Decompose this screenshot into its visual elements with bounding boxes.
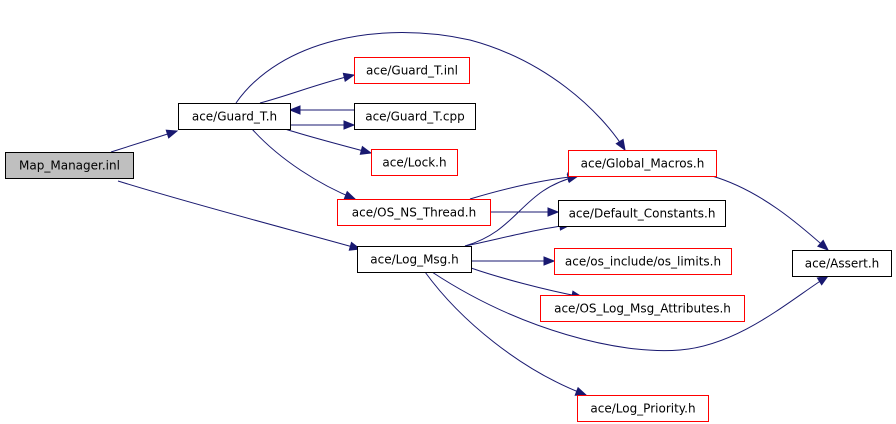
edge-line [464, 224, 571, 247]
edge-arrowhead [574, 386, 588, 396]
node-box [178, 103, 291, 130]
node-label: ace/Guard_T.inl [366, 64, 458, 78]
node-guard-t-cpp[interactable]: ace/Guard_T.cpp [354, 103, 476, 130]
edge-arrowhead [165, 129, 179, 139]
node-box [371, 149, 458, 176]
node-os-log-msg-attributes-h[interactable]: ace/OS_Log_Msg_Attributes.h [540, 295, 745, 322]
edge-arrowhead [343, 190, 357, 200]
edge-line [711, 175, 829, 251]
edge-arrowhead [543, 256, 556, 266]
edge-line [470, 267, 583, 298]
node-default-constants-h[interactable]: ace/Default_Constants.h [558, 200, 726, 227]
edge-arrowhead [288, 105, 301, 115]
node-log-priority-h[interactable]: ace/Log_Priority.h [577, 395, 709, 422]
node-label: ace/Log_Priority.h [590, 402, 695, 416]
edge-guard_t_h-to-lock_h [284, 128, 373, 155]
node-label: ace/Global_Macros.h [581, 157, 705, 171]
node-box [577, 395, 709, 422]
node-assert-h[interactable]: ace/Assert.h [792, 250, 892, 277]
node-os-ns-thread-h[interactable]: ace/OS_NS_Thread.h [337, 199, 491, 226]
node-box [354, 103, 476, 130]
node-map-manager-inl[interactable]: Map_Manager.inl [5, 152, 134, 179]
node-label: ace/Guard_T.h [192, 110, 277, 124]
node-box [357, 246, 472, 273]
node-guard-t-inl[interactable]: ace/Guard_T.inl [354, 57, 470, 84]
node-box [554, 248, 732, 275]
node-box [792, 250, 892, 277]
edge-os_ns_thread_h-to-global_macros_h [469, 172, 580, 200]
edge-arrowhead [359, 145, 373, 155]
node-label: ace/Guard_T.cpp [365, 110, 465, 124]
edge-arrowhead [547, 207, 560, 217]
edge-guard_t_h-to-global_macros_h [235, 32, 626, 152]
edge-log_msg_h-to-os_limits_h [471, 256, 556, 266]
edge-guard_t_h-to-guard_t_cpp [290, 120, 356, 130]
node-label: ace/Assert.h [805, 257, 880, 271]
edge-line [235, 32, 626, 151]
edge-guard_t_h-to-os_ns_thread_h [251, 128, 357, 200]
edge-arrowhead [343, 120, 356, 130]
edge-map_manager_inl-to-log_msg_h [117, 180, 362, 251]
edge-line [251, 128, 356, 200]
node-label: ace/Default_Constants.h [569, 207, 716, 221]
node-label: ace/Lock.h [382, 156, 446, 170]
node-box [337, 199, 491, 226]
edge-arrowhead [816, 275, 830, 286]
edge-arrowhead [342, 72, 356, 83]
edge-guard_t_h-to-guard_t_inl [259, 72, 356, 104]
edge-line [464, 175, 579, 247]
edge-line [469, 175, 579, 200]
edge-os_ns_thread_h-to-default_constants_h [490, 207, 560, 217]
node-global-macros-h[interactable]: ace/Global_Macros.h [568, 150, 717, 177]
edge-line [424, 271, 587, 396]
edge-arrowhead [615, 138, 626, 152]
node-label: ace/OS_NS_Thread.h [352, 206, 476, 220]
node-label: Map_Manager.inl [19, 159, 120, 173]
node-label: ace/os_include/os_limits.h [565, 255, 721, 269]
edge-arrowhead [817, 239, 830, 251]
node-os-limits-h[interactable]: ace/os_include/os_limits.h [554, 248, 732, 275]
edge-line [117, 180, 361, 250]
node-box [558, 200, 726, 227]
nodes-layer: Map_Manager.inl ace/Guard_T.h ace/Guard_T.… [5, 57, 892, 422]
edge-map_manager_inl-to-guard_t_h [110, 129, 179, 153]
node-guard-t-h[interactable]: ace/Guard_T.h [178, 103, 291, 130]
edge-line [431, 271, 829, 352]
node-label: ace/OS_Log_Msg_Attributes.h [554, 302, 731, 316]
edge-global_macros_h-to-assert_h [711, 175, 830, 251]
edge-guard_t_cpp-to-guard_t_h [288, 105, 354, 115]
node-box [5, 152, 134, 179]
node-lock-h[interactable]: ace/Lock.h [371, 149, 458, 176]
node-box [568, 150, 717, 177]
node-box [540, 295, 745, 322]
edge-line [259, 74, 355, 104]
edge-line [284, 128, 372, 154]
node-log-msg-h[interactable]: ace/Log_Msg.h [357, 246, 472, 273]
node-box [354, 57, 470, 84]
node-label: ace/Log_Msg.h [370, 253, 458, 267]
